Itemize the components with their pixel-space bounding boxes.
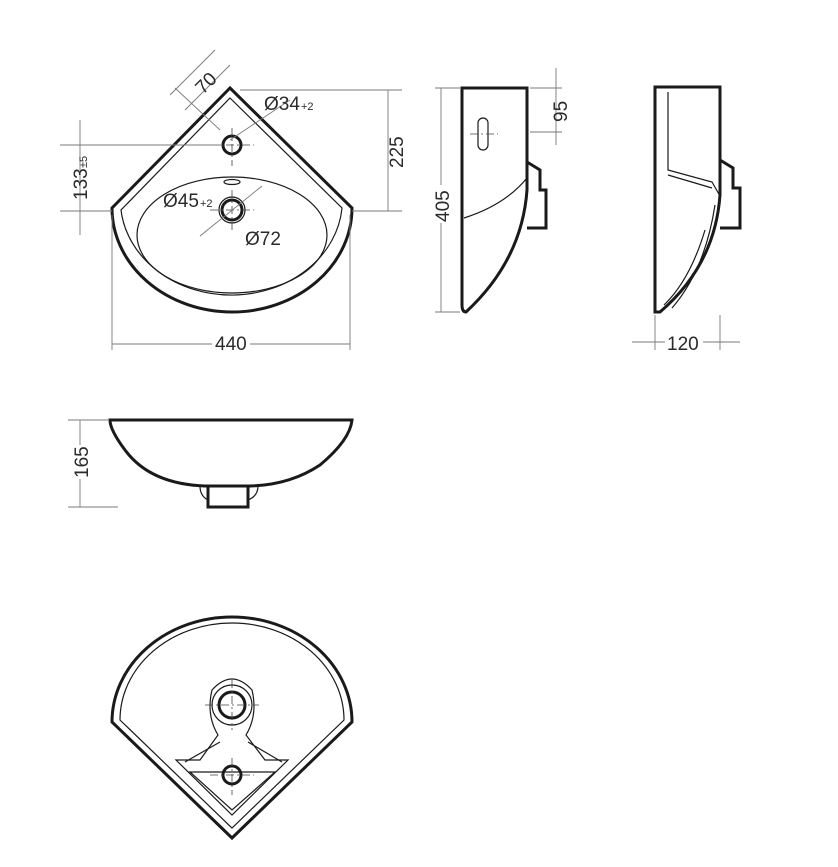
dim-drain-tol: +2 (200, 198, 213, 210)
side-view: 405 95 (430, 68, 572, 314)
centerlines (210, 128, 254, 232)
side-view-outline (460, 86, 529, 314)
dim-drain-outer: Ø72 (245, 229, 281, 250)
dim-width: 440 (215, 334, 247, 355)
dim-side-height: 405 (433, 190, 454, 222)
dim-depth: 225 (387, 136, 408, 168)
basin (136, 176, 328, 294)
bottom-view-outline (110, 615, 354, 841)
faucet-mount (174, 678, 290, 816)
drain-outlet (206, 484, 250, 509)
dim-bracket-offset: 95 (551, 101, 572, 122)
section-view: 120 (632, 85, 742, 355)
front-view-outline (108, 418, 354, 488)
side-bracket (526, 160, 548, 230)
dim-overflow-offset: 70 (192, 69, 222, 99)
top-view-outline (110, 85, 354, 314)
dim-hole-distance-tol: ±5 (78, 156, 90, 168)
section-view-outline (653, 85, 722, 314)
side-view-bowl-line (463, 177, 528, 219)
top-view: 70 Ø34 +2 225 133 ±5 Ø45 +2 Ø72 440 (60, 49, 408, 355)
section-inner (663, 92, 721, 309)
dim-tap-hole: Ø34 (264, 94, 300, 115)
front-view: 165 (68, 418, 354, 509)
dimension-lines (60, 49, 402, 350)
dim-hole-distance: 133 (71, 168, 92, 200)
dim-drain: Ø45 (163, 191, 199, 212)
dim-tap-hole-tol: +2 (301, 101, 314, 113)
dim-front-height: 165 (72, 446, 93, 478)
overflow-slot (223, 178, 241, 186)
section-bracket (719, 158, 742, 230)
bottom-view (110, 615, 354, 841)
dim-section-depth: 120 (667, 334, 699, 355)
top-view-rim (120, 97, 343, 296)
